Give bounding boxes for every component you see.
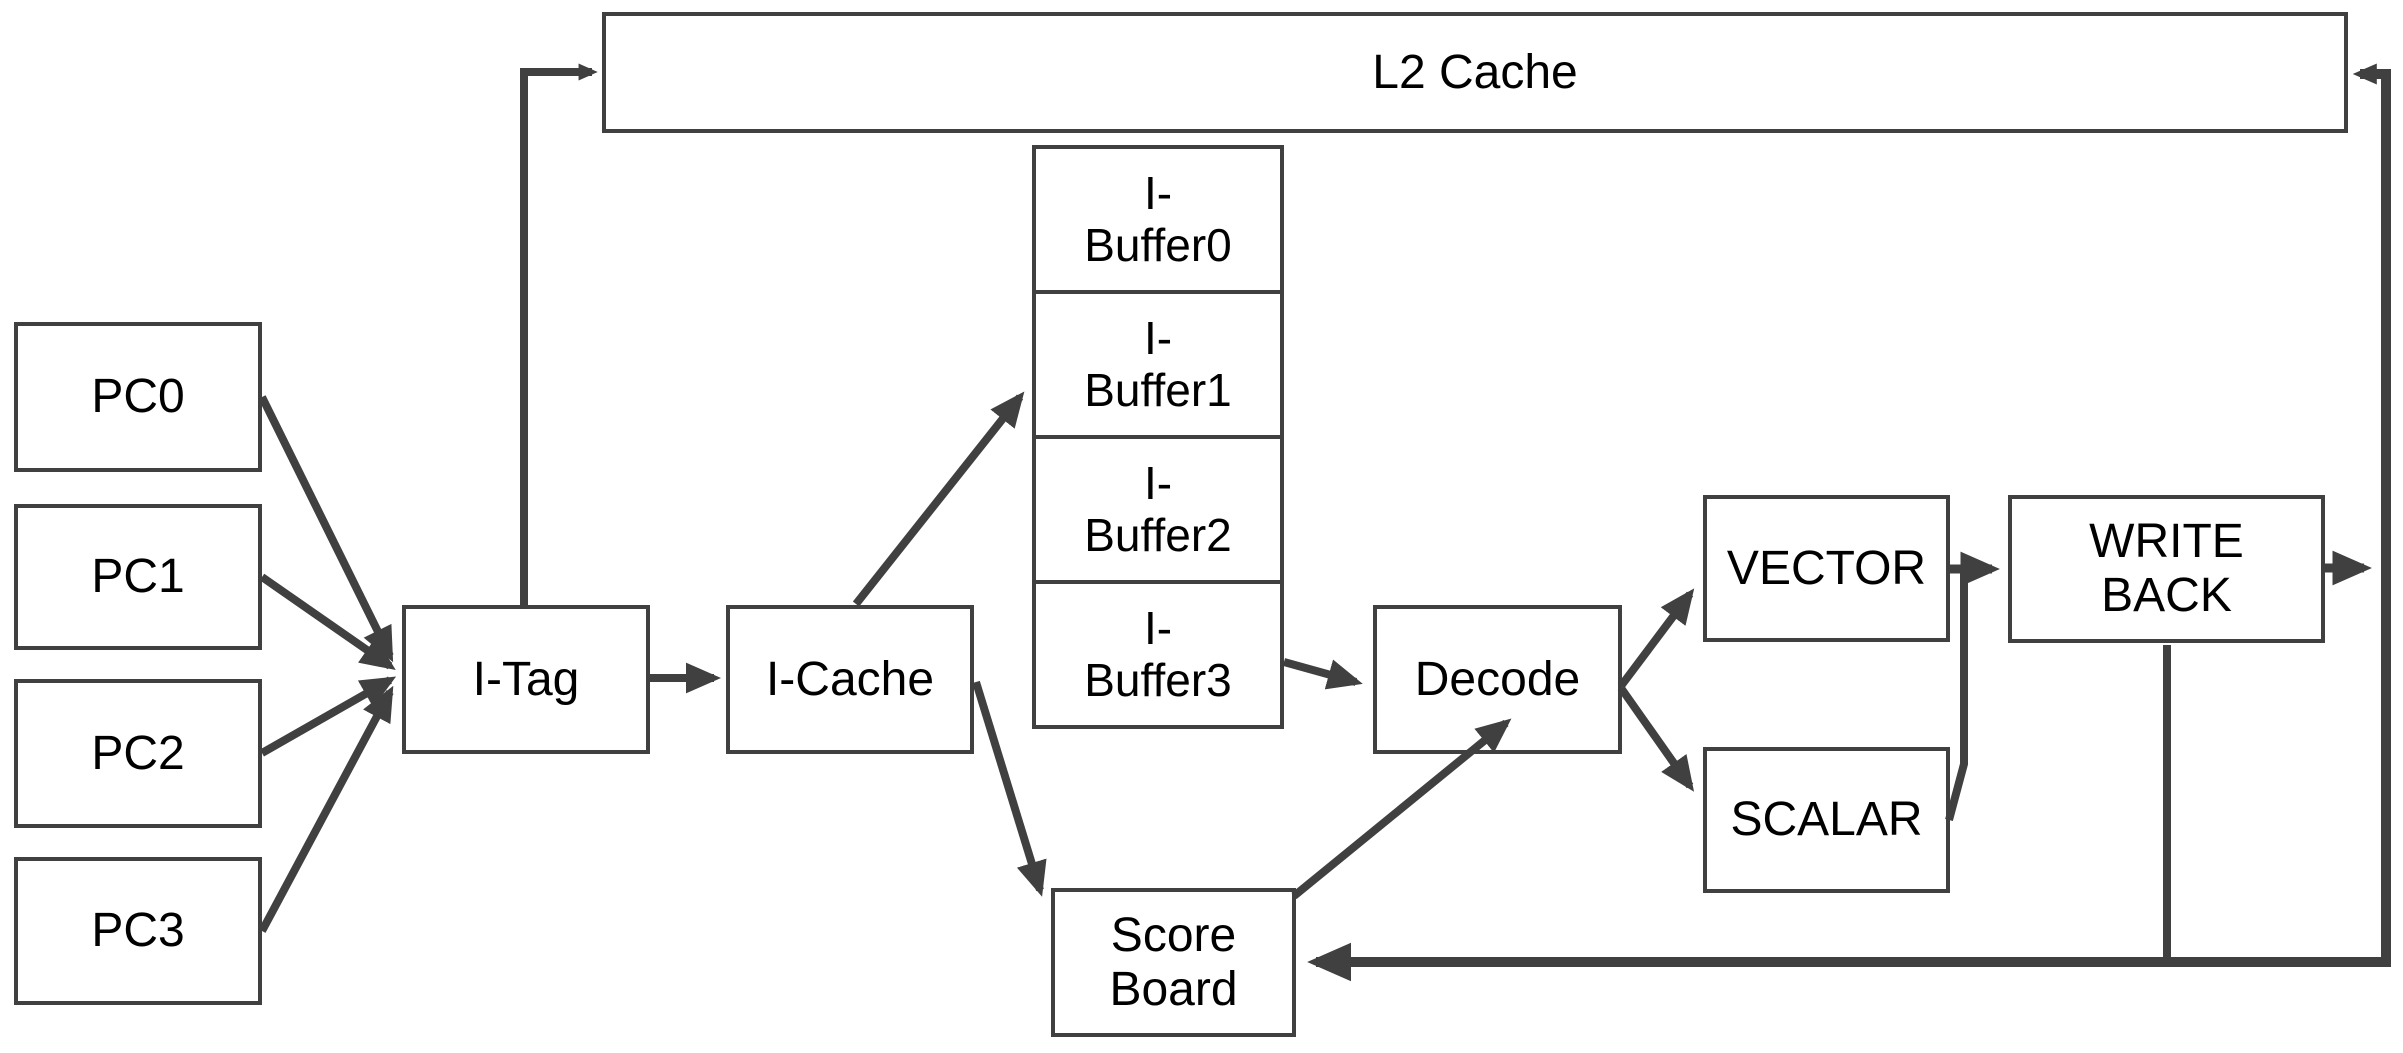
node-pc1: PC1 bbox=[14, 504, 262, 650]
node-pc1-label: PC1 bbox=[91, 550, 185, 604]
arrow-itag-to-l2cache bbox=[520, 63, 598, 606]
node-i-buffer1-line2: Buffer1 bbox=[1084, 363, 1232, 416]
node-i-buffer3-line2: Buffer3 bbox=[1084, 653, 1232, 706]
node-i-buffer2: I- Buffer2 bbox=[1032, 435, 1284, 584]
arrow-decode-to-scalar bbox=[1617, 685, 1695, 792]
node-vector: VECTOR bbox=[1703, 495, 1950, 642]
node-i-buffer0: I- Buffer0 bbox=[1032, 145, 1284, 294]
arrow-ibuffer3-to-decode bbox=[1282, 658, 1363, 690]
node-score-board: Score Board bbox=[1051, 888, 1296, 1037]
node-pc0: PC0 bbox=[14, 322, 262, 472]
i-buffer-stack: I- Buffer0 I- Buffer1 I- Buffer2 I- Buff… bbox=[1032, 145, 1284, 729]
node-write-back: WRITE BACK bbox=[2008, 495, 2325, 643]
node-i-tag: I-Tag bbox=[402, 605, 650, 754]
node-i-buffer3-line1: I- bbox=[1143, 601, 1173, 654]
arrow-pc2-to-itag bbox=[260, 676, 397, 757]
node-pc0-label: PC0 bbox=[91, 370, 185, 424]
arrow-decode-to-vector bbox=[1617, 588, 1695, 689]
node-pc3-label: PC3 bbox=[91, 904, 185, 958]
arrow-icache-to-scoreboard bbox=[972, 680, 1047, 897]
node-i-cache: I-Cache bbox=[726, 605, 974, 754]
node-pc3: PC3 bbox=[14, 857, 262, 1005]
node-i-buffer1: I- Buffer1 bbox=[1032, 290, 1284, 439]
node-i-buffer2-line2: Buffer2 bbox=[1084, 508, 1232, 561]
node-score-board-line1: Score bbox=[1110, 908, 1237, 962]
node-vector-label: VECTOR bbox=[1726, 541, 1927, 595]
node-pc2-label: PC2 bbox=[91, 726, 185, 780]
node-i-buffer3: I- Buffer3 bbox=[1032, 580, 1284, 729]
node-write-back-line1: WRITE bbox=[2089, 515, 2244, 569]
arrow-icache-to-ibuffer1 bbox=[852, 391, 1025, 607]
arrow-pc0-to-itag bbox=[258, 395, 394, 663]
arrow-pc1-to-itag bbox=[259, 573, 396, 671]
node-i-buffer0-line1: I- bbox=[1143, 166, 1173, 219]
node-scalar-label: SCALAR bbox=[1730, 793, 1923, 847]
node-i-tag-label: I-Tag bbox=[472, 652, 580, 706]
node-l2-cache: L2 Cache bbox=[602, 12, 2348, 133]
line-scalar-to-writeback bbox=[1945, 571, 1968, 822]
node-i-buffer0-line2: Buffer0 bbox=[1084, 218, 1232, 271]
node-score-board-line2: Board bbox=[1109, 962, 1238, 1016]
node-pc2: PC2 bbox=[14, 679, 262, 828]
node-write-back-line2: BACK bbox=[2101, 569, 2232, 622]
node-i-buffer2-line1: I- bbox=[1143, 456, 1173, 509]
node-scalar: SCALAR bbox=[1703, 747, 1950, 893]
node-l2-cache-label: L2 Cache bbox=[1372, 45, 1578, 99]
node-i-buffer1-line1: I- bbox=[1143, 311, 1173, 364]
arrow-pc3-to-itag bbox=[258, 685, 394, 933]
node-decode-label: Decode bbox=[1414, 652, 1581, 706]
node-i-cache-label: I-Cache bbox=[765, 652, 935, 706]
node-decode: Decode bbox=[1373, 605, 1622, 754]
